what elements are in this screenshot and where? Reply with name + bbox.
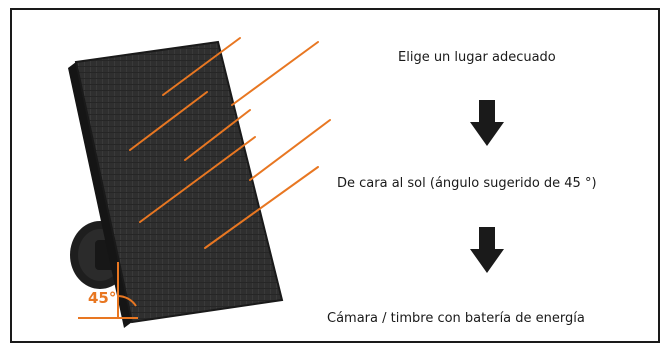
solar-panel-edge <box>68 62 132 328</box>
sun-rays <box>129 37 331 249</box>
step-face-sun: De cara al sol (ángulo sugerido de 45 °) <box>337 176 597 191</box>
angle-guide <box>78 262 138 319</box>
arrow-down-icon <box>470 227 504 273</box>
solar-panel-face <box>74 40 284 324</box>
step-camera-battery: Cámara / timbre con batería de energía <box>327 311 585 326</box>
angle-label: 45° <box>88 289 117 307</box>
step-choose-location: Elige un lugar adecuado <box>398 50 556 65</box>
arrow-down-icon <box>470 100 504 146</box>
